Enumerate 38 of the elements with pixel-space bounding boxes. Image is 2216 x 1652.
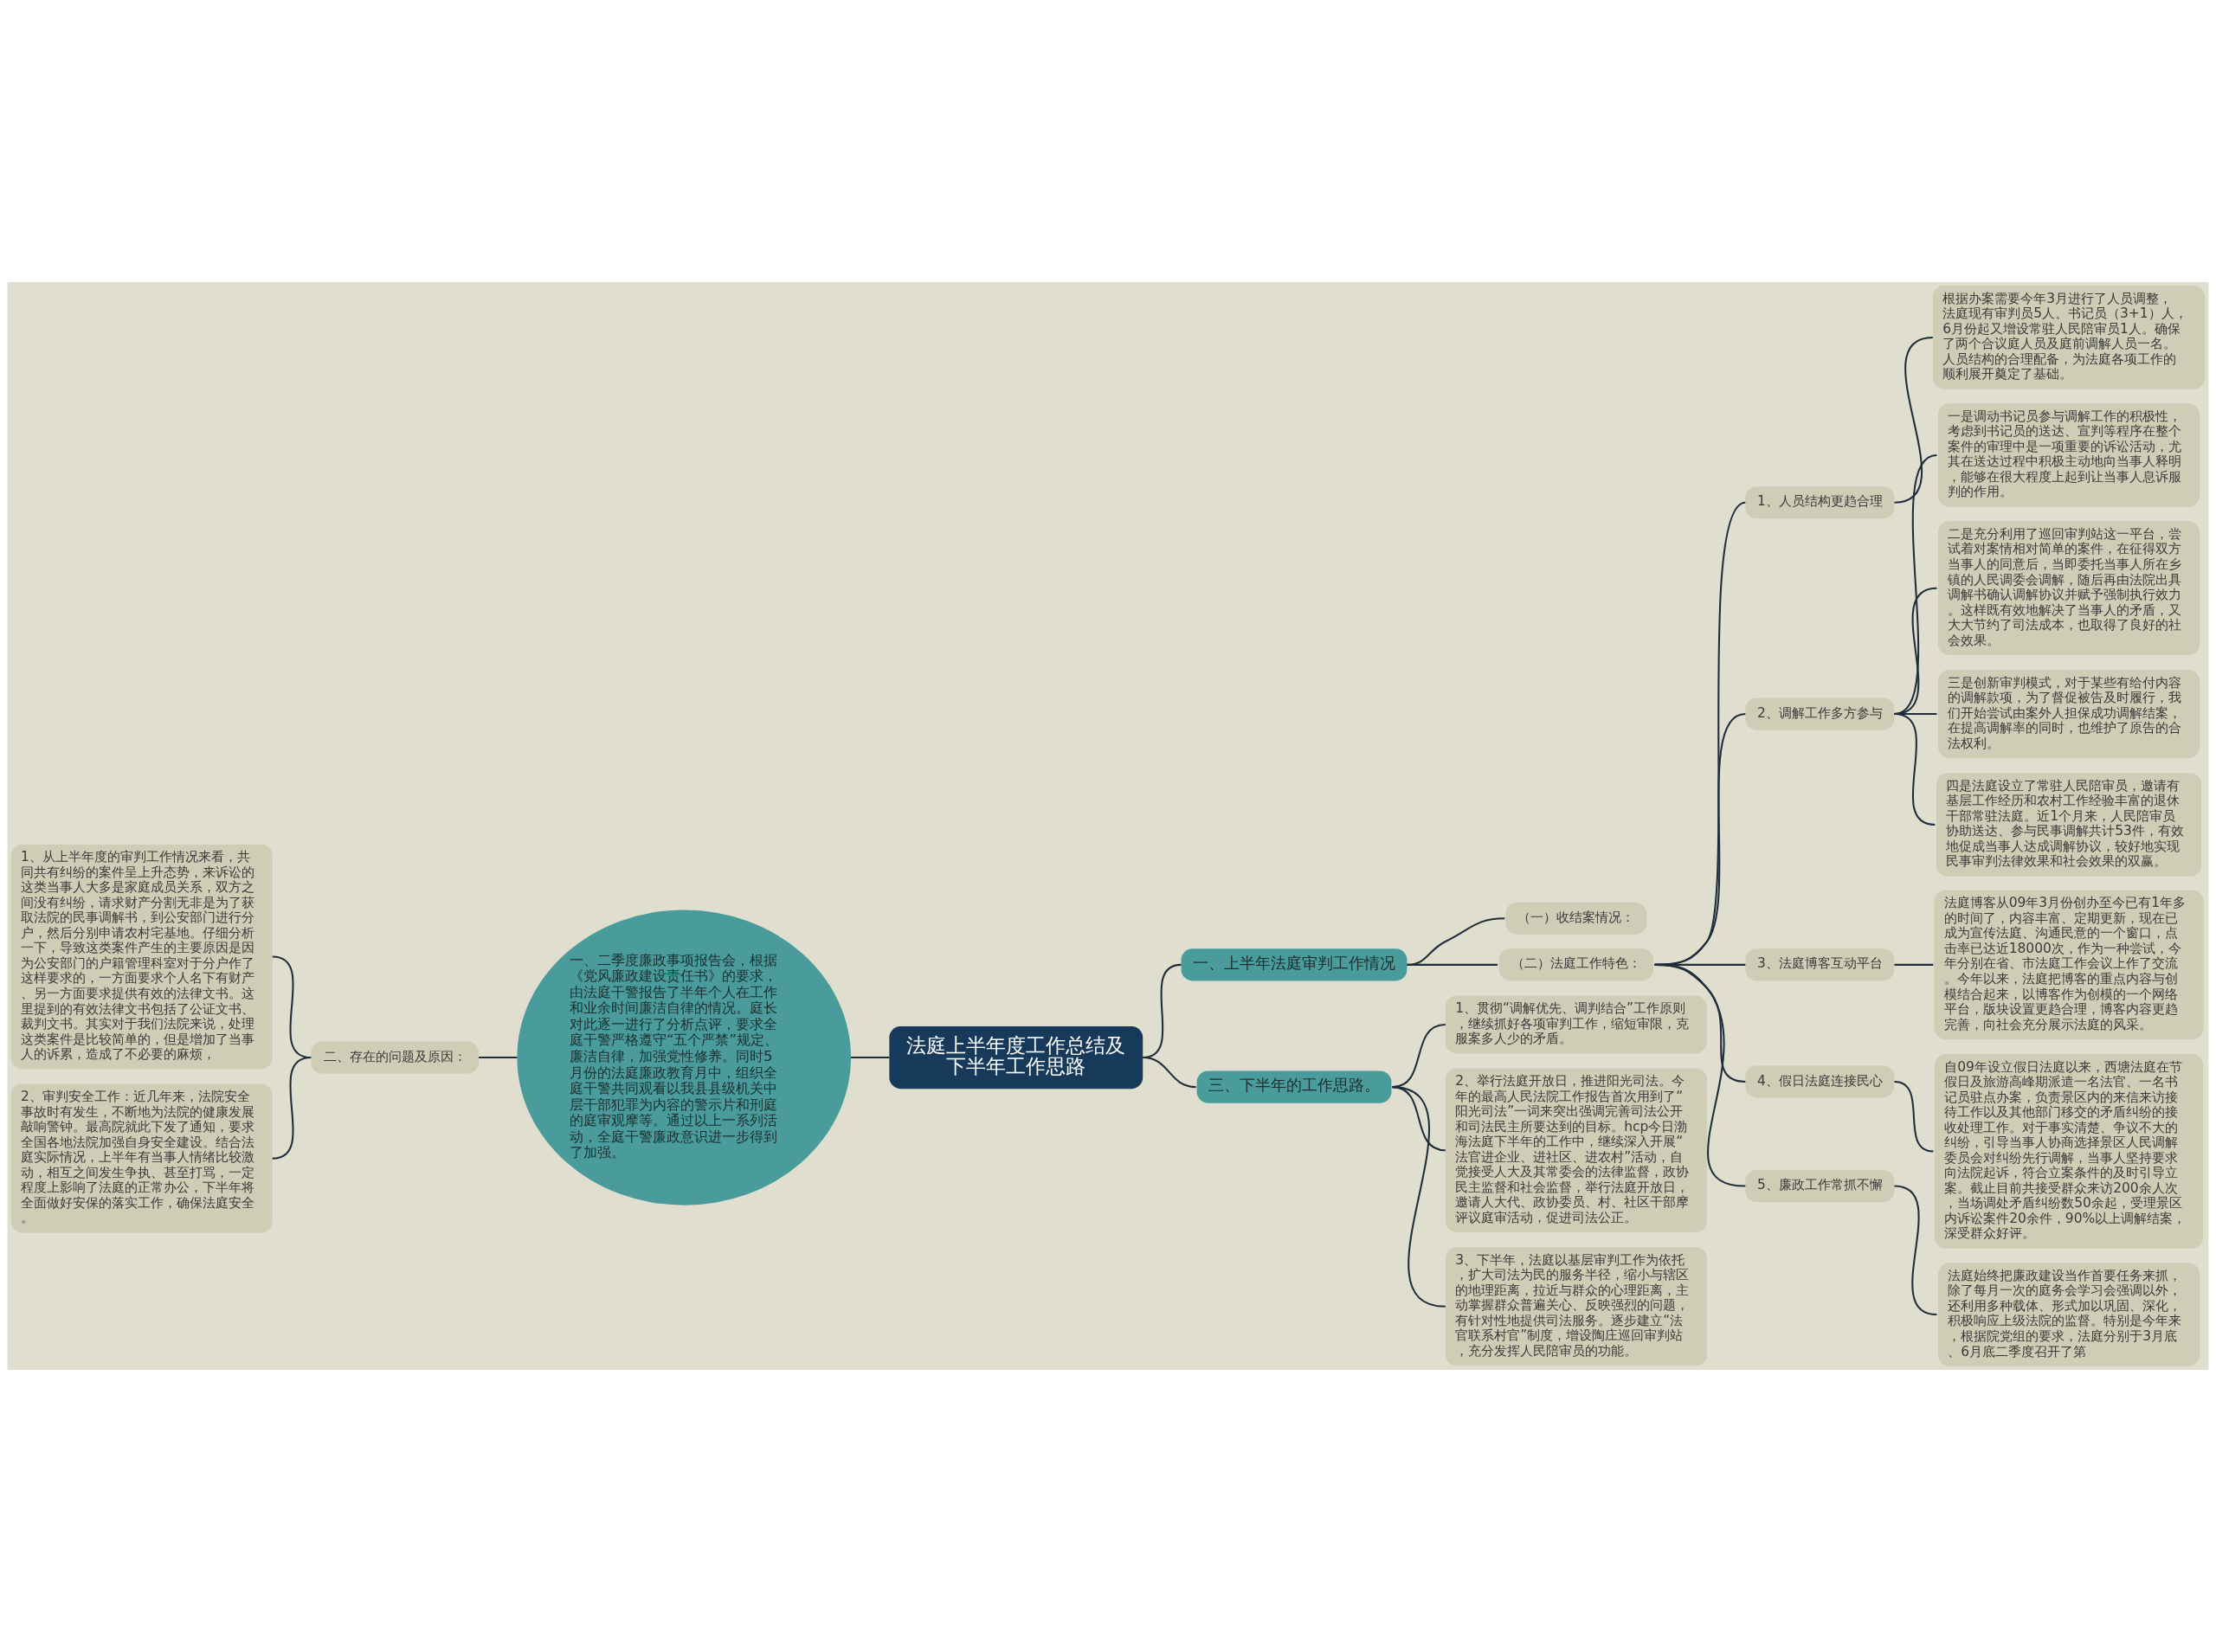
connector <box>1407 963 1498 966</box>
node-box: 2、举行法庭开放日，推进阳光司法。今年的最高人民法院工作报告首次用到了“阳光司法”一词来突出强调完善司法公开和司法民主所要达到的目标。hcp今日渤海法庭下半年的工作中，继续深入开展“法官进企业、进社区、进农村”活动，自觉接受人大及其常委会的法律监督，政协民主监督和社会监督，举行法庭开放日，邀请人大代、政协委员、村、社区干部摩评议庭审活动，促进司法公正。 <box>1445 1068 1707 1233</box>
node-box: 法庭上半年度工作总结及下半年工作思路 <box>889 1026 1143 1090</box>
connector <box>272 1057 312 1160</box>
node-box: 一是调动书记员参与调解工作的积极性，考虑到书记员的送达、宣判等程序在整个案件的审理中是一项重要的诉讼活动，尤其在送达过程中积极主动地向当事人释明，能够在很大程度上起到让当事人息诉服判的作用。 <box>1938 403 2200 507</box>
connector <box>1654 963 1746 1187</box>
node-box: 2、调解工作多方参与 <box>1745 697 1895 730</box>
connector <box>1894 713 1936 826</box>
connector <box>1407 917 1505 966</box>
node-box: 3、下半年，法庭以基层审判工作为依托，扩大司法为民的服务半径，缩小与辖区的地理距离，拉近与群众的心理距离，主动掌握群众普遍关心、反映强烈的问题，有针对性地提供司法服务。逐步建立“法官联系村官”制度，增设陶庄巡回审判站，充分发挥人民陪审员的功能。 <box>1445 1247 1707 1366</box>
connector <box>1894 1080 1934 1153</box>
connector <box>479 1057 518 1059</box>
connector <box>1894 963 1934 966</box>
node-box: 二、存在的问题及原因： <box>311 1041 479 1074</box>
node-box: 1、贯彻“调解优先、调判结合”工作原则，继续抓好各项审判工作，缩短审限，克服案多人少的矛盾。 <box>1445 995 1707 1054</box>
connector <box>851 1057 890 1059</box>
node-box: 法庭始终把廉政建设当作首要任务来抓，除了每月一次的庭务会学习会强调以外，还利用多种载体、形式加以巩固、深化，积极响应上级法院的监督。特别是今年来，根据院党组的要求，法庭分别于3月底、6月底二季度召开了第 <box>1938 1263 2200 1366</box>
node-box: 2、审判安全工作：近几年来，法院安全事故时有发生，不断地为法院的健康发展敲响警钟。最高院就此下发了通知，要求全国各地法院加强自身安全建设。结合法庭实际情况，上半年有当事人情绪比较激动，相互之间发生争执、甚至打骂，一定程度上影响了法庭的正常办公，下半年将全面做好安保的落实工作，确保法庭安全。 <box>10 1083 273 1233</box>
node-box: 二是充分利用了巡回审判站这一平台，尝试着对案情相对简单的案件，在征得双方当事人的同意后，当即委托当事人所在乡镇的人民调委会调解，随后再由法院出具调解书确认调解协议并赋予强制执行效力。这样既有效地解决了当事人的矛盾，又大大节约了司法成本，也取得了良好的社会效果。 <box>1938 521 2200 656</box>
connector <box>1392 1086 1446 1308</box>
node-box: 5、廉政工作常抓不懈 <box>1745 1170 1895 1203</box>
connector <box>1894 336 1933 504</box>
node-box: 四是法庭设立了常驻人民陪审员，邀请有基层工作经历和农村工作经验丰富的退休干部常驻法庭。近1个月来，人民陪审员协助送达、参与民事调解共计53件，有效地促成当事人达成调解协议，较好地实现民事审判法律效果和社会效果的双赢。 <box>1936 773 2202 877</box>
node-ellipse: 一、二季度廉政事项报告会，根据《党风廉政建设责任书》的要求，由法庭干警报告了半年个人在工作和业余时间廉洁自律的情况。庭长对此逐一进行了分析点评，要求全庭干警严格遵守“五个严禁”规定、廉洁自律，加强党性修养。同时5月份的法庭廉政教育月中，组织全庭干警共同观看以我县县级机关中层干部犯罪为内容的警示片和刑庭的庭审观摩等。通过以上一系列活动，全庭干警廉政意识进一步得到了加强。 <box>517 910 851 1205</box>
connector <box>1143 1057 1196 1089</box>
node-box: 法庭博客从09年3月份创办至今已有1年多的时间了，内容丰富、定期更新，现在已成为宣传法庭、沟通民意的一个窗口，点击率已达近18000次，作为一种尝试，今年分别在省、市法庭工作会议上作了交流。今年以来，法庭把博客的重点内容与创模结合起来，以博客作为创模的一个网络平台，版块设置更趋合理，博客内容更趋完善，向社会充分展示法庭的风采。 <box>1934 890 2204 1039</box>
node-box: （二）法庭工作特色： <box>1498 948 1654 981</box>
node-box: 4、假日法庭连接民心 <box>1745 1065 1895 1098</box>
node-box: 1、人员结构更趋合理 <box>1745 486 1895 519</box>
connector <box>1894 1185 1937 1316</box>
node-box: 一、上半年法庭审判工作情况 <box>1181 948 1408 981</box>
node-box: 三是创新审判模式，对于某些有给付内容的调解款项，为了督促被告及时履行，我们开始尝试由案外人担保成功调解结案，在提高调解率的同时，也维护了原告的合法权利。 <box>1938 670 2200 759</box>
node-box: 3、法庭博客互动平台 <box>1745 948 1895 981</box>
node-box: 1、从上半年度的审判工作情况来看，共同共有纠纷的案件呈上升态势，来诉讼的这类当事人大多是家庭成员关系，双方之间没有纠纷，请求财产分割无非是为了获取法院的民事调解书，到公安部门进行分户，然后分别申请农村宅基地。仔细分析一下，导致这类案件产生的主要原因是因为公安部门的户籍管理科室对于分户作了这样要求的，一方面要求个人名下有财产、另一方面要求提供有效的法律文书。这里提到的有效法律文书包括了公证文书、裁判文书。其实对于我们法院来说，处理这类案件是比较简单的，但是增加了当事人的诉累，造成了不必要的麻烦， <box>10 844 273 1070</box>
node-box: 根据办案需要今年3月进行了人员调整，法庭现有审判员5人、书记员（3+1）人，6月份起又增设常驻人民陪审员1人。确保了两个合议庭人员及庭前调解人员一名。人员结构的合理配备，为法庭各项工作的顺利展开奠定了基础。 <box>1932 286 2206 389</box>
node-box: （一）收结案情况： <box>1505 902 1647 935</box>
node-box: 自09年设立假日法庭以来，西塘法庭在节假日及旅游高峰期派遣一名法官、一名书记员驻点办案，负责景区内的来信来访接待工作以及其他部门移交的矛盾纠纷的接收处理工作。对于事实清楚、争议不大的纠纷，引导当事人协商选择景区人民调解委员会对纠纷先行调解，当事人坚持要求向法院起诉，符合立案条件的及时引导立案。截止目前共接受群众来访200余人次，当场调处矛盾纠纷数50余起，受理景区内诉讼案件20余件，90%以上调解结案，深受群众好评。 <box>1934 1053 2204 1249</box>
node-box: 三、下半年的工作思路。 <box>1196 1070 1392 1103</box>
